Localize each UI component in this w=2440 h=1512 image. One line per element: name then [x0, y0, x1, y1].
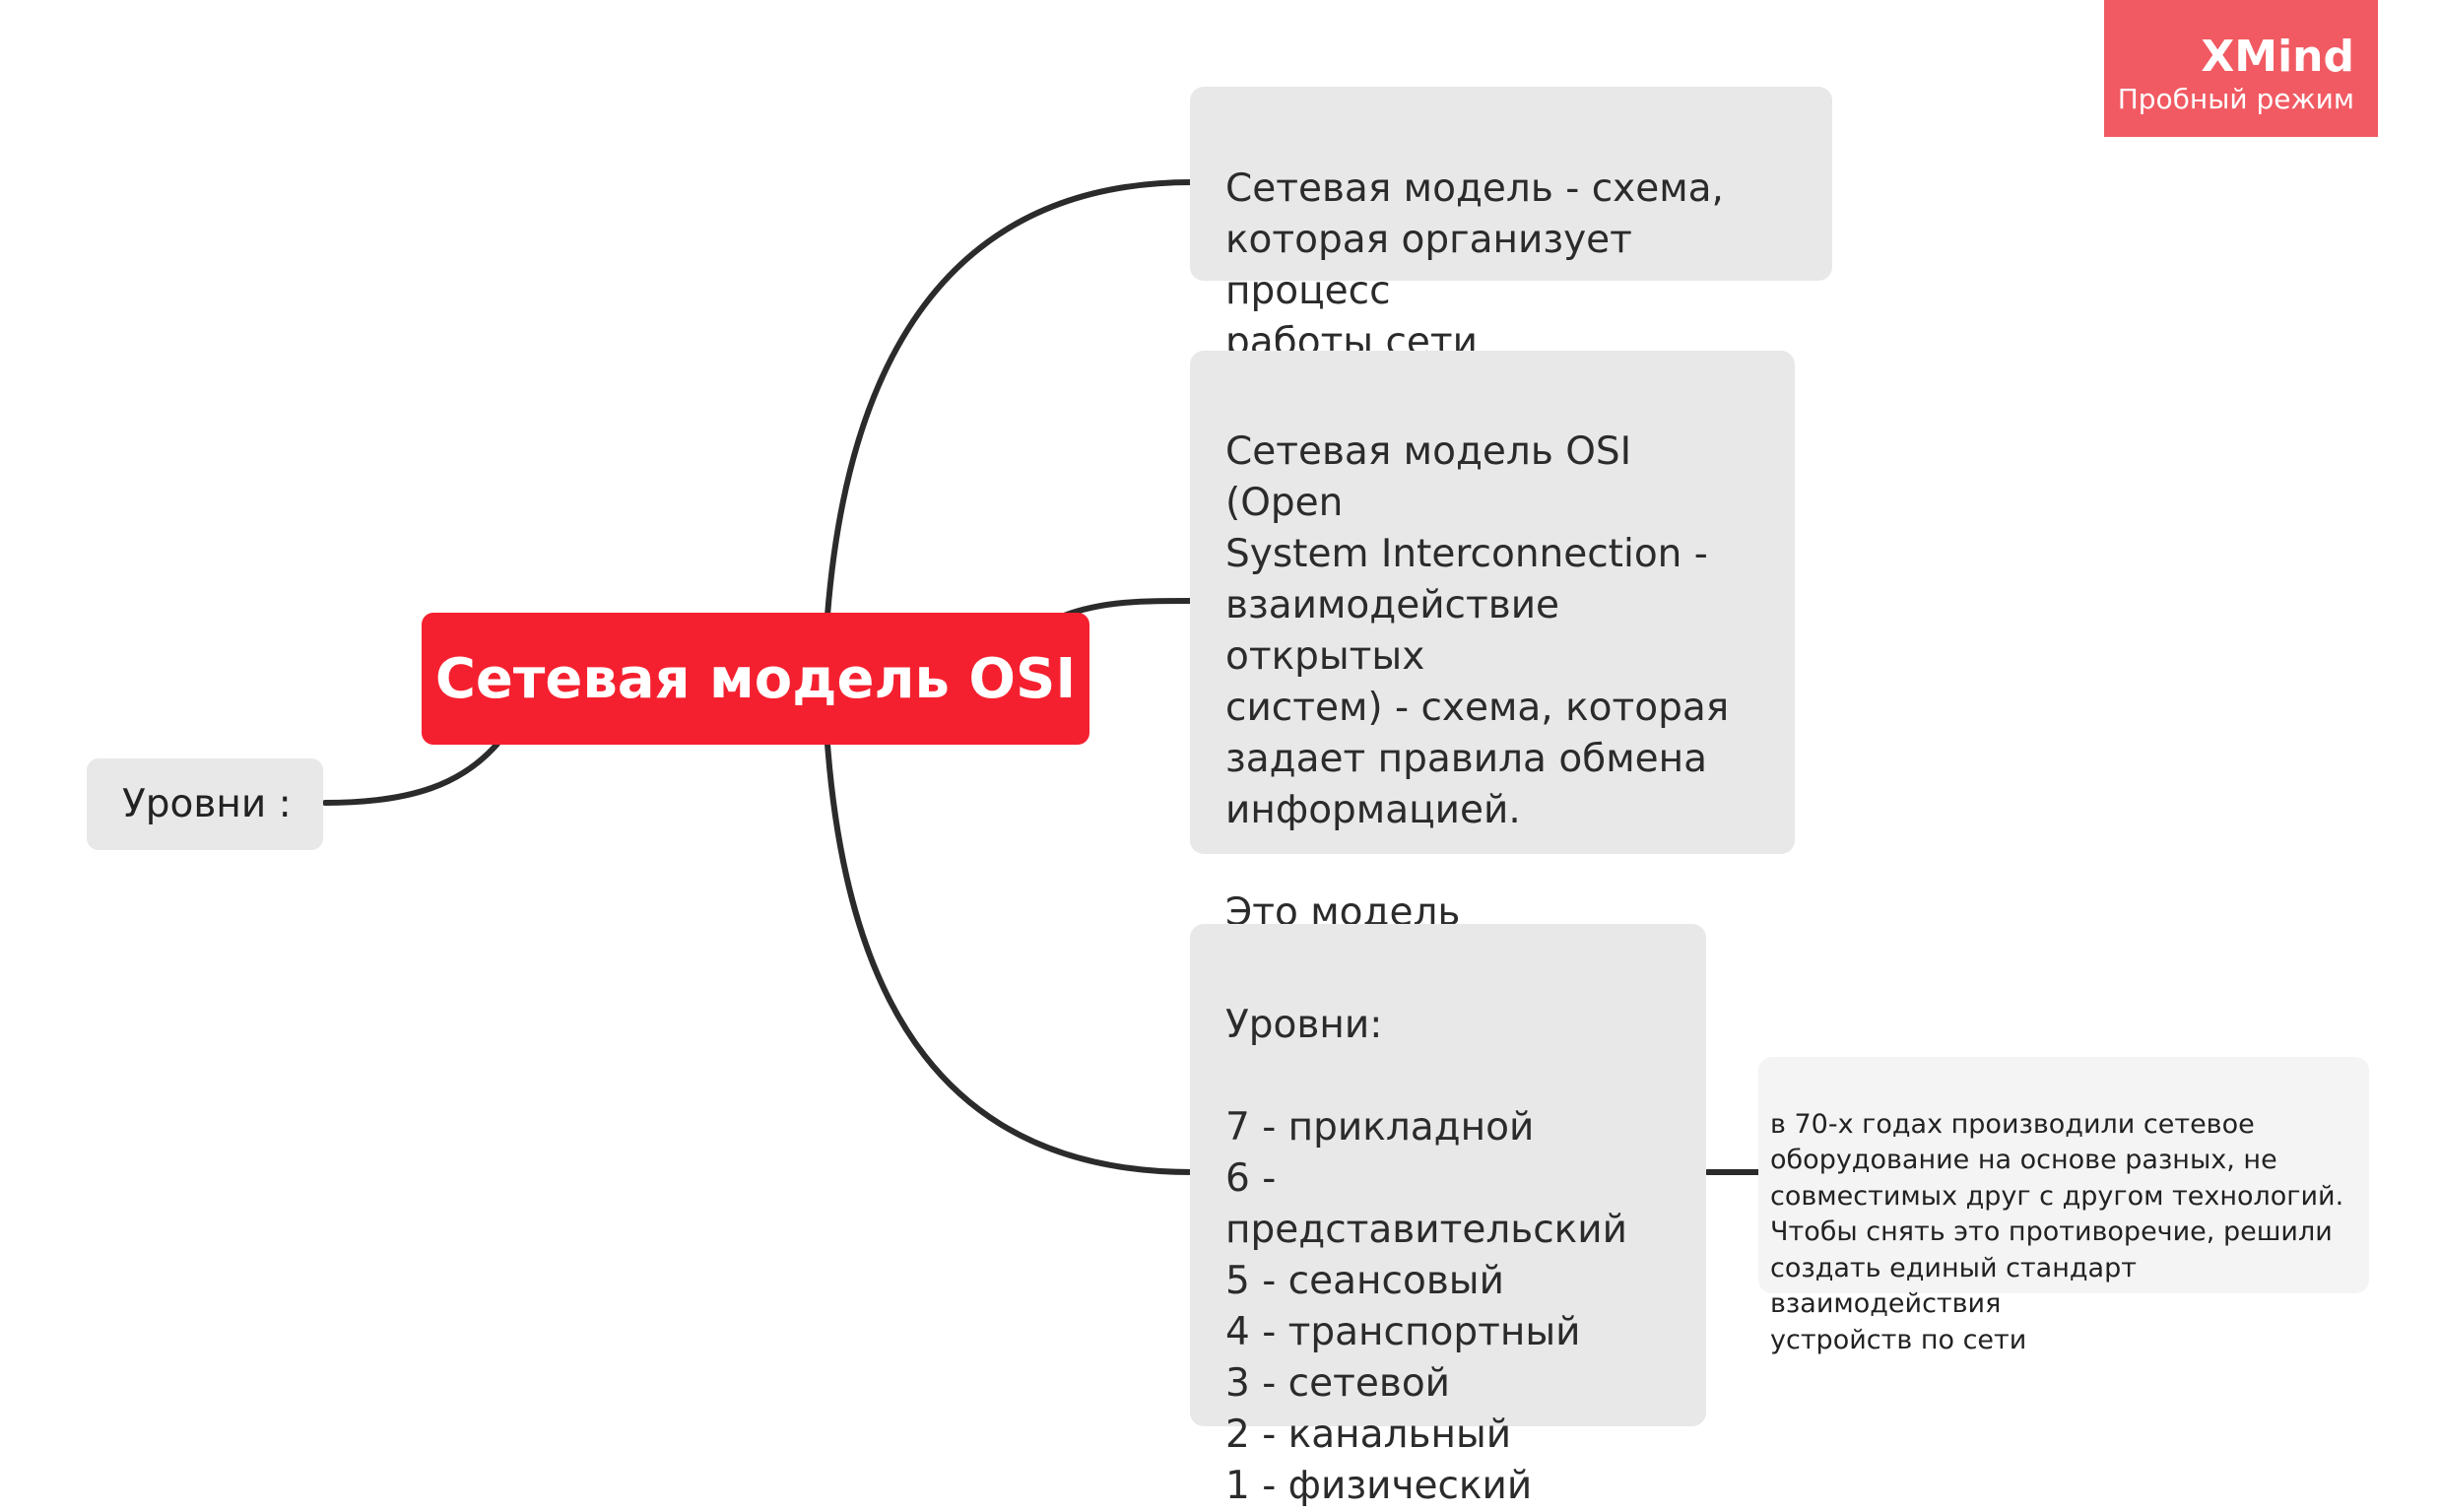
- central-topic-label: Сетевая модель OSI: [434, 646, 1077, 711]
- central-topic[interactable]: Сетевая модель OSI: [422, 613, 1089, 745]
- floating-topic[interactable]: Уровни :: [87, 758, 323, 850]
- topic-definition[interactable]: Сетевая модель - схема, которая организу…: [1190, 87, 1832, 364]
- topic-levels[interactable]: Уровни: 7 - прикладной 6 - представитель…: [1190, 924, 1706, 1508]
- connector-floating-to-central: [322, 741, 500, 806]
- connector-central-to-definition: [824, 179, 1195, 619]
- topic-definition-text: Сетевая модель - схема, которая организу…: [1225, 166, 1724, 364]
- watermark-mode: Пробный режим: [2117, 83, 2354, 115]
- watermark-brand: XMind: [2201, 32, 2354, 82]
- topic-levels-text: Уровни: 7 - прикладной 6 - представитель…: [1225, 1003, 1627, 1508]
- floating-topic-label: Уровни :: [122, 782, 292, 826]
- connector-central-to-osi-description: [1061, 598, 1195, 619]
- topic-osi-description[interactable]: Сетевая модель OSI (Open System Intercon…: [1190, 351, 1795, 986]
- connector-central-to-levels: [824, 741, 1195, 1175]
- note-history[interactable]: в 70-х годах производили сетевое оборудо…: [1758, 1057, 2369, 1355]
- trial-watermark[interactable]: XMind Пробный режим: [2104, 0, 2378, 137]
- note-history-text: в 70-х годах производили сетевое оборудо…: [1770, 1108, 2344, 1355]
